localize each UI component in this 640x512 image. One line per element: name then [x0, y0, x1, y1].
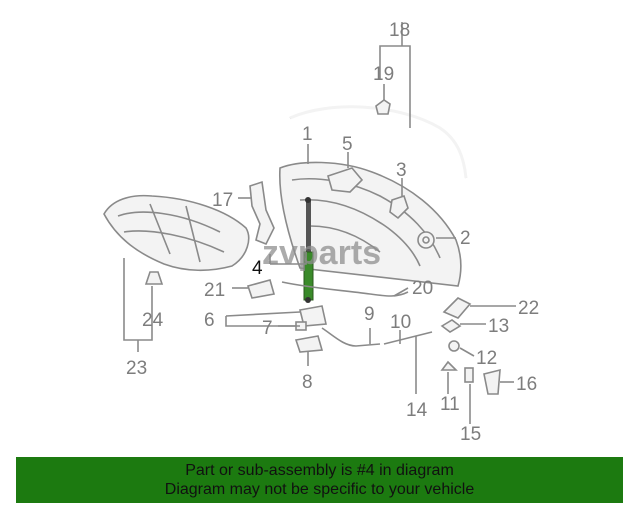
callout-16: 16: [516, 374, 537, 395]
callout-6: 6: [204, 310, 215, 331]
part-12-grommet[interactable]: [448, 340, 460, 352]
part-3-bolt[interactable]: [389, 194, 409, 220]
leader-lines: [123, 22, 516, 424]
watermark: zvparts: [262, 234, 381, 272]
callout-15: 15: [460, 424, 481, 445]
callout-18: 18: [389, 20, 410, 41]
part-16-bracket[interactable]: [483, 368, 501, 395]
callout-19: 19: [373, 64, 394, 85]
part-15-fastener[interactable]: [464, 367, 474, 383]
callout-17: 17: [212, 190, 233, 211]
part-18-seal-strip[interactable]: [289, 105, 468, 179]
part-10-lever[interactable]: [383, 331, 433, 345]
callout-20: 20: [412, 278, 433, 299]
callout-21: 21: [204, 280, 225, 301]
part-22-striker[interactable]: [442, 297, 472, 319]
callout-3: 3: [396, 160, 407, 181]
info-banner: Part or sub-assembly is #4 in diagram Di…: [16, 457, 623, 503]
callout-2: 2: [460, 228, 471, 249]
part-5-bracket[interactable]: [327, 167, 364, 193]
callout-22: 22: [518, 298, 539, 319]
callout-14: 14: [406, 400, 428, 421]
callout-7: 7: [262, 318, 273, 339]
banner-line-2: Diagram may not be specific to your vehi…: [164, 481, 475, 498]
part-8-handle[interactable]: [294, 335, 324, 353]
part-20-cable[interactable]: [281, 281, 409, 297]
callout-11: 11: [440, 394, 460, 415]
callout-1: 1: [302, 124, 313, 145]
callout-4: 4: [252, 258, 263, 279]
part-21-bracket[interactable]: [246, 279, 276, 299]
banner-line-1: Part or sub-assembly is #4 in diagram: [185, 462, 454, 479]
part-23-insulator[interactable]: [103, 194, 250, 272]
callout-23: 23: [126, 358, 147, 379]
callout-13: 13: [488, 316, 509, 337]
part-4-gas-strut[interactable]: [303, 197, 314, 303]
callout-24: 24: [142, 310, 164, 331]
parts-diagram: zvparts 18 19 1 5 3 2 17 4 2: [103, 20, 539, 445]
callout-10: 10: [390, 312, 411, 333]
callout-8: 8: [302, 372, 313, 393]
part-6-latch[interactable]: [299, 305, 327, 327]
part-17-hinge[interactable]: [249, 180, 275, 246]
part-2-bumper[interactable]: [417, 231, 435, 249]
part-24-clip[interactable]: [144, 271, 164, 285]
callout-9: 9: [364, 304, 375, 325]
part-9-rod[interactable]: [321, 327, 381, 347]
part-13-clip[interactable]: [440, 319, 462, 333]
callout-5: 5: [342, 134, 353, 155]
callout-12: 12: [476, 348, 497, 369]
part-11-clip[interactable]: [440, 360, 458, 371]
part-19-clip[interactable]: [375, 99, 391, 115]
